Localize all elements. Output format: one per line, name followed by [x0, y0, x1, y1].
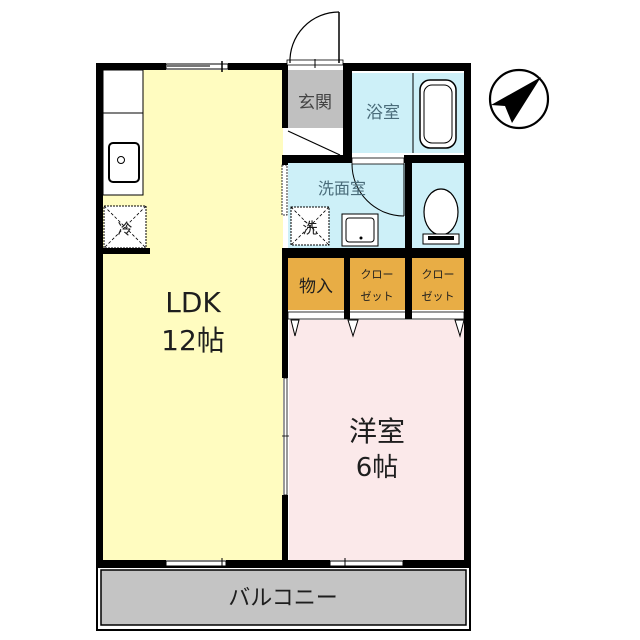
closet-2-label-line2: ゼット — [422, 290, 455, 303]
toilet-icon — [422, 188, 460, 245]
kitchen-counter — [102, 69, 144, 196]
north-arrow-icon — [488, 68, 550, 130]
bathtub-icon — [419, 79, 457, 149]
western-room — [289, 320, 466, 560]
western-room-label: 洋室 — [349, 415, 405, 448]
washer-space: 洗 — [290, 206, 330, 246]
balcony-label: バルコニー — [228, 586, 338, 611]
sink-icon — [341, 213, 379, 247]
closet-1-label-line2: ゼット — [361, 290, 394, 303]
storage — [288, 258, 344, 310]
bathroom-label: 浴室 — [366, 103, 400, 123]
closet-door-markers — [290, 319, 465, 338]
fridge-space: 冷 — [103, 205, 147, 249]
balcony: バルコニー — [96, 566, 471, 631]
entrance-floor — [287, 70, 343, 128]
washroom-label: 洗面室 — [318, 179, 366, 198]
entrance-door — [286, 11, 344, 68]
closet-2-label-line1: クロー — [422, 268, 455, 281]
closet-2 — [412, 258, 464, 310]
closet-1-label-line1: クロー — [361, 268, 394, 281]
closet-1 — [350, 258, 405, 310]
storage-label: 物入 — [299, 277, 333, 297]
western-room-size: 6帖 — [356, 453, 399, 483]
windows — [165, 61, 404, 567]
walls — [96, 63, 471, 567]
entrance-label: 玄関 — [298, 93, 332, 113]
sliding-door — [282, 377, 289, 496]
ldk-label: LDK — [165, 286, 221, 319]
washer-label: 洗 — [302, 219, 317, 237]
ldk-size: 12帖 — [161, 324, 225, 357]
fridge-label: 冷 — [117, 220, 132, 238]
